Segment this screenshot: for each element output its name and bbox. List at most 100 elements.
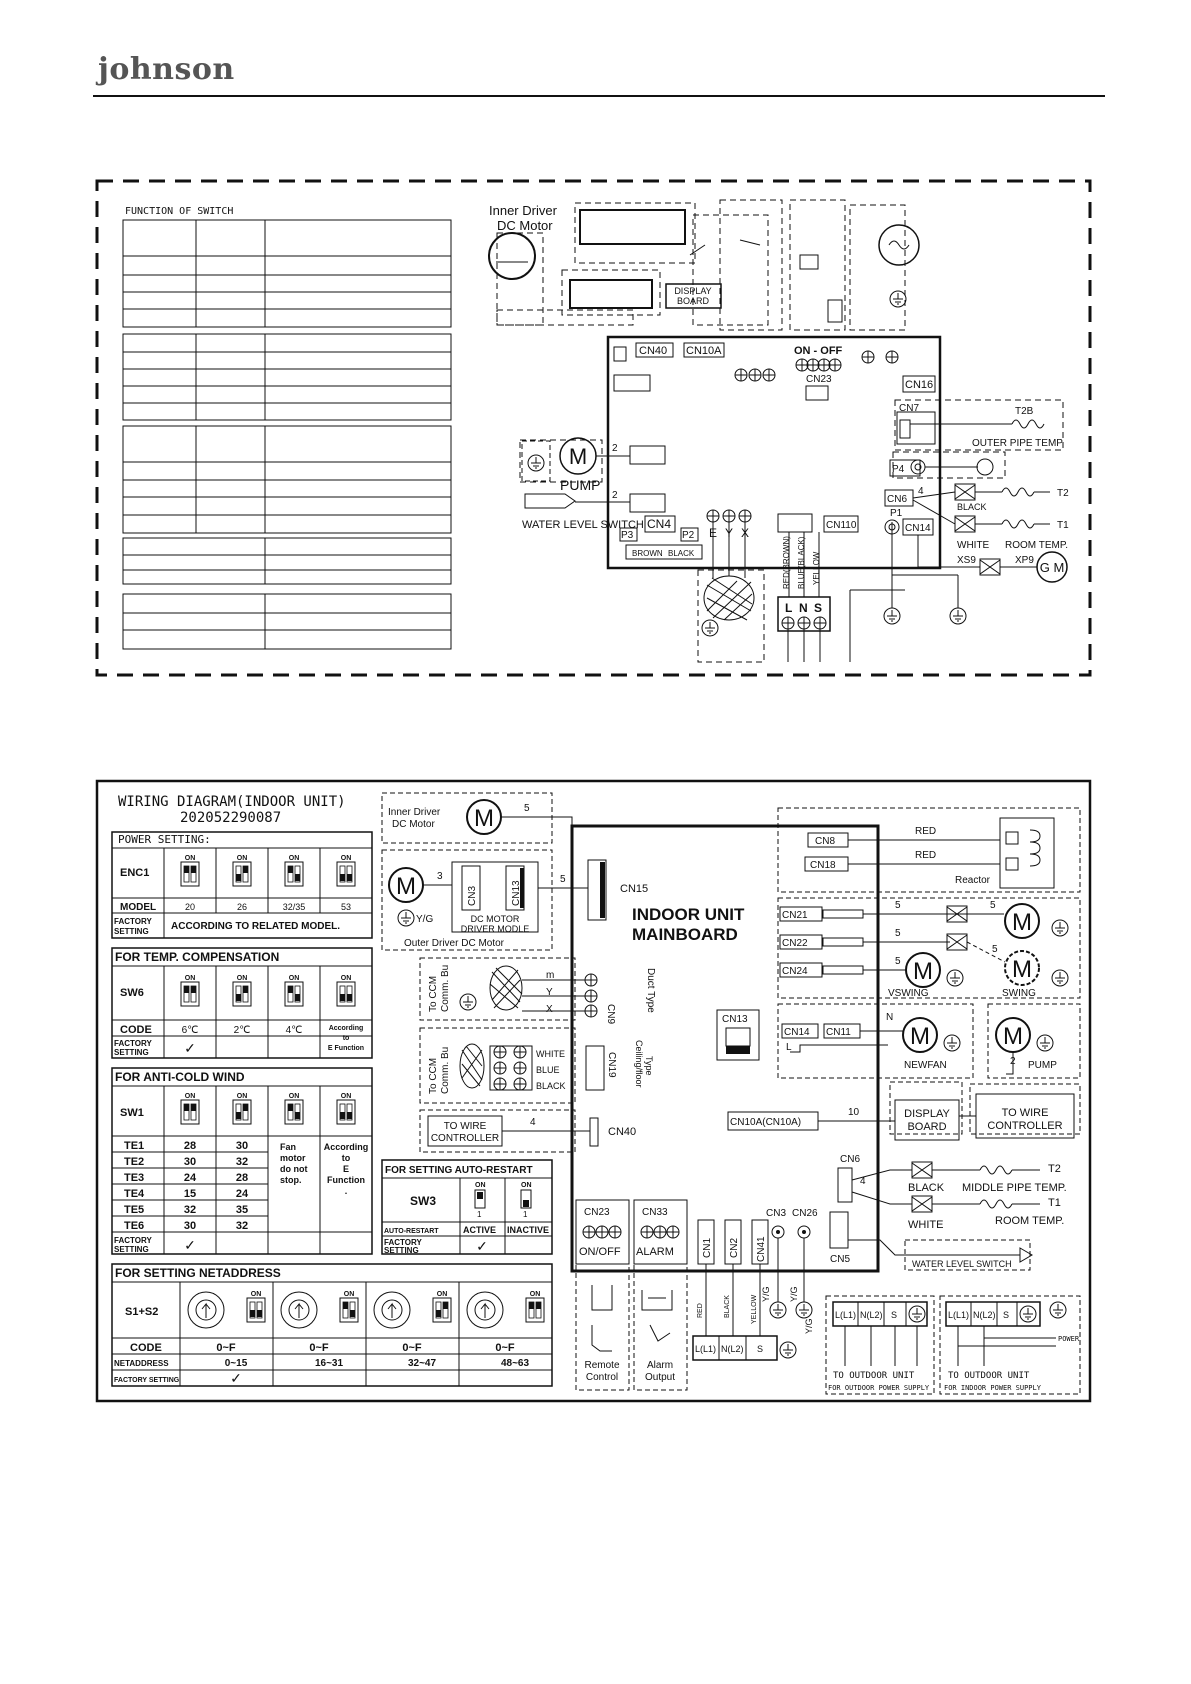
d2-vswing-motor-m: M	[913, 958, 933, 985]
sw1-switches: ON ON ON ON	[180, 1093, 356, 1125]
d2-newfan-motor-m: M	[910, 1023, 930, 1050]
d2-reactor: Reactor	[955, 875, 991, 886]
d2-pump: PUMP	[1028, 1060, 1057, 1071]
model-3: 32/35	[283, 902, 306, 912]
d2-t2: T2	[1048, 1163, 1061, 1175]
d2-cn6: CN6	[840, 1154, 860, 1165]
d2-white-r: WHITE	[908, 1219, 943, 1231]
diagram1-frame	[95, 179, 1092, 677]
function-of-switch-title: FUNCTION OF SWITCH	[125, 206, 233, 217]
d2-cn18: CN18	[810, 860, 836, 871]
d2-red-2: RED	[915, 850, 936, 861]
d2-red-1: RED	[915, 826, 936, 837]
d2-m: m	[546, 970, 554, 981]
d2-ceiling-1: Ceiling/floor	[634, 1040, 644, 1088]
d2-cn19: CN19	[606, 1052, 617, 1078]
d1-red-brown: RED(BROWN)	[782, 536, 791, 589]
d2-display-2: BOARD	[907, 1121, 946, 1133]
d2-cn19-terms	[493, 1045, 527, 1091]
d2-in-l1: L(L1)	[948, 1310, 969, 1320]
power-setting-table: POWER SETTING: ENC1 ON ON ON ON MODEL 20…	[111, 831, 373, 939]
d1-cn110: CN110	[826, 520, 857, 531]
d2-in-s: S	[1003, 1310, 1009, 1320]
d2-t1: T1	[1048, 1197, 1061, 1209]
d2-outer-driver: Outer Driver DC Motor	[404, 938, 505, 949]
power-setting-title: POWER SETTING:	[118, 833, 211, 846]
d1-term-right	[861, 350, 899, 364]
d2-onoff: ON/OFF	[579, 1246, 621, 1258]
d2-code: 202052290087	[180, 810, 281, 826]
d2-indoor-supply: FOR INDOOR POWER SUPPLY	[944, 1384, 1042, 1392]
d2-cn21: CN21	[782, 910, 808, 921]
d2-blue: BLUE	[536, 1065, 560, 1075]
d1-term-top	[734, 368, 776, 382]
svg-text:Fan: Fan	[280, 1142, 296, 1152]
d2-duct: Duct Type	[645, 968, 656, 1013]
svg-text:32: 32	[184, 1204, 196, 1216]
d2-ceiling-2: Type	[644, 1056, 654, 1076]
dashed-boxes-d1	[496, 199, 1064, 663]
inactive-label: INACTIVE	[507, 1225, 549, 1235]
d2-alarm-out-2: Output	[645, 1372, 675, 1383]
d1-p4: P4	[892, 464, 905, 475]
d2-bottom-l1: L(L1)	[695, 1344, 716, 1354]
svg-text:FACTORY: FACTORY	[114, 1236, 152, 1245]
d1-two-a: 2	[612, 443, 618, 454]
svg-text:ON: ON	[237, 855, 248, 862]
d2-out-n2: N(L2)	[860, 1310, 883, 1320]
display-board-label-1: DISPLAY	[674, 286, 711, 296]
d2-cn1: CN1	[702, 1238, 713, 1258]
svg-text:35: 35	[236, 1204, 248, 1216]
d2-cn26: CN26	[792, 1208, 818, 1219]
d2-cn15: CN15	[620, 883, 648, 895]
d2-four-right: 4	[860, 1176, 866, 1187]
auto-restart-label: AUTO-RESTART	[384, 1228, 439, 1235]
svg-text:30: 30	[236, 1140, 248, 1152]
d1-t2: T2	[1057, 488, 1069, 499]
d2-board-line1: INDOOR UNIT	[632, 905, 745, 924]
display-board-label-2: BOARD	[677, 296, 710, 306]
d1-xs9: XS9	[957, 555, 976, 566]
d2-cn11: CN11	[826, 1027, 851, 1038]
d1-s: S	[814, 601, 822, 615]
d2-display-1: DISPLAY	[904, 1108, 950, 1120]
svg-text:0~F: 0~F	[495, 1342, 515, 1354]
d1-yellow: YELLOW	[812, 551, 821, 585]
d1-gm: G M	[1040, 560, 1065, 575]
d1-term-onoff	[795, 358, 842, 372]
d1-two-b: 2	[612, 490, 618, 501]
d2-to-ccm-1a: To CCM	[428, 976, 439, 1012]
d2-five-a: 5	[524, 803, 530, 814]
d1-mainboard	[606, 335, 942, 570]
svg-text:1: 1	[523, 1210, 528, 1219]
svg-text:TE6: TE6	[124, 1220, 144, 1232]
d2-ten: 10	[848, 1107, 860, 1118]
d2-to-ccm-2b: Comm. Bu	[440, 1047, 451, 1094]
enc1-switches: ON ON ON ON	[180, 855, 356, 887]
d2-out-s: S	[891, 1310, 897, 1320]
d2-outdoor-supply: FOR OUTDOOR POWER SUPPLY	[828, 1384, 930, 1392]
diagram-2: WIRING DIAGRAM(INDOOR UNIT) 202052290087…	[95, 779, 1092, 1403]
svg-text:32: 32	[236, 1220, 248, 1232]
d2-cn9: CN9	[605, 1004, 616, 1024]
d2-newfan: NEWFAN	[904, 1060, 947, 1071]
d2-yg-2: Y/G	[789, 1286, 799, 1302]
d1-n: N	[799, 601, 808, 615]
d2-room-temp: ROOM TEMP.	[995, 1215, 1064, 1227]
svg-text:According: According	[329, 1025, 364, 1032]
code-4c: 4℃	[286, 1025, 303, 1036]
net-label: NETADDRESS	[114, 1359, 169, 1368]
d2-cn23-terms	[582, 1225, 622, 1239]
d1-cn10a: CN10A	[686, 345, 722, 357]
svg-text:.: .	[345, 1186, 348, 1196]
svg-text:SETTING: SETTING	[384, 1246, 419, 1255]
d2-out-l1: L(L1)	[835, 1310, 856, 1320]
netaddress-dials	[187, 1291, 504, 1329]
diagram-1: FUNCTION OF SWITCH Inner Driver DC Motor	[95, 179, 1092, 677]
sw3-label: SW3	[410, 1194, 436, 1208]
d2-yg-3: Y/G	[804, 1318, 814, 1334]
svg-text:FACTORY: FACTORY	[114, 917, 152, 926]
svg-text:TE3: TE3	[124, 1172, 144, 1184]
d2-cn40: CN40	[608, 1126, 636, 1138]
